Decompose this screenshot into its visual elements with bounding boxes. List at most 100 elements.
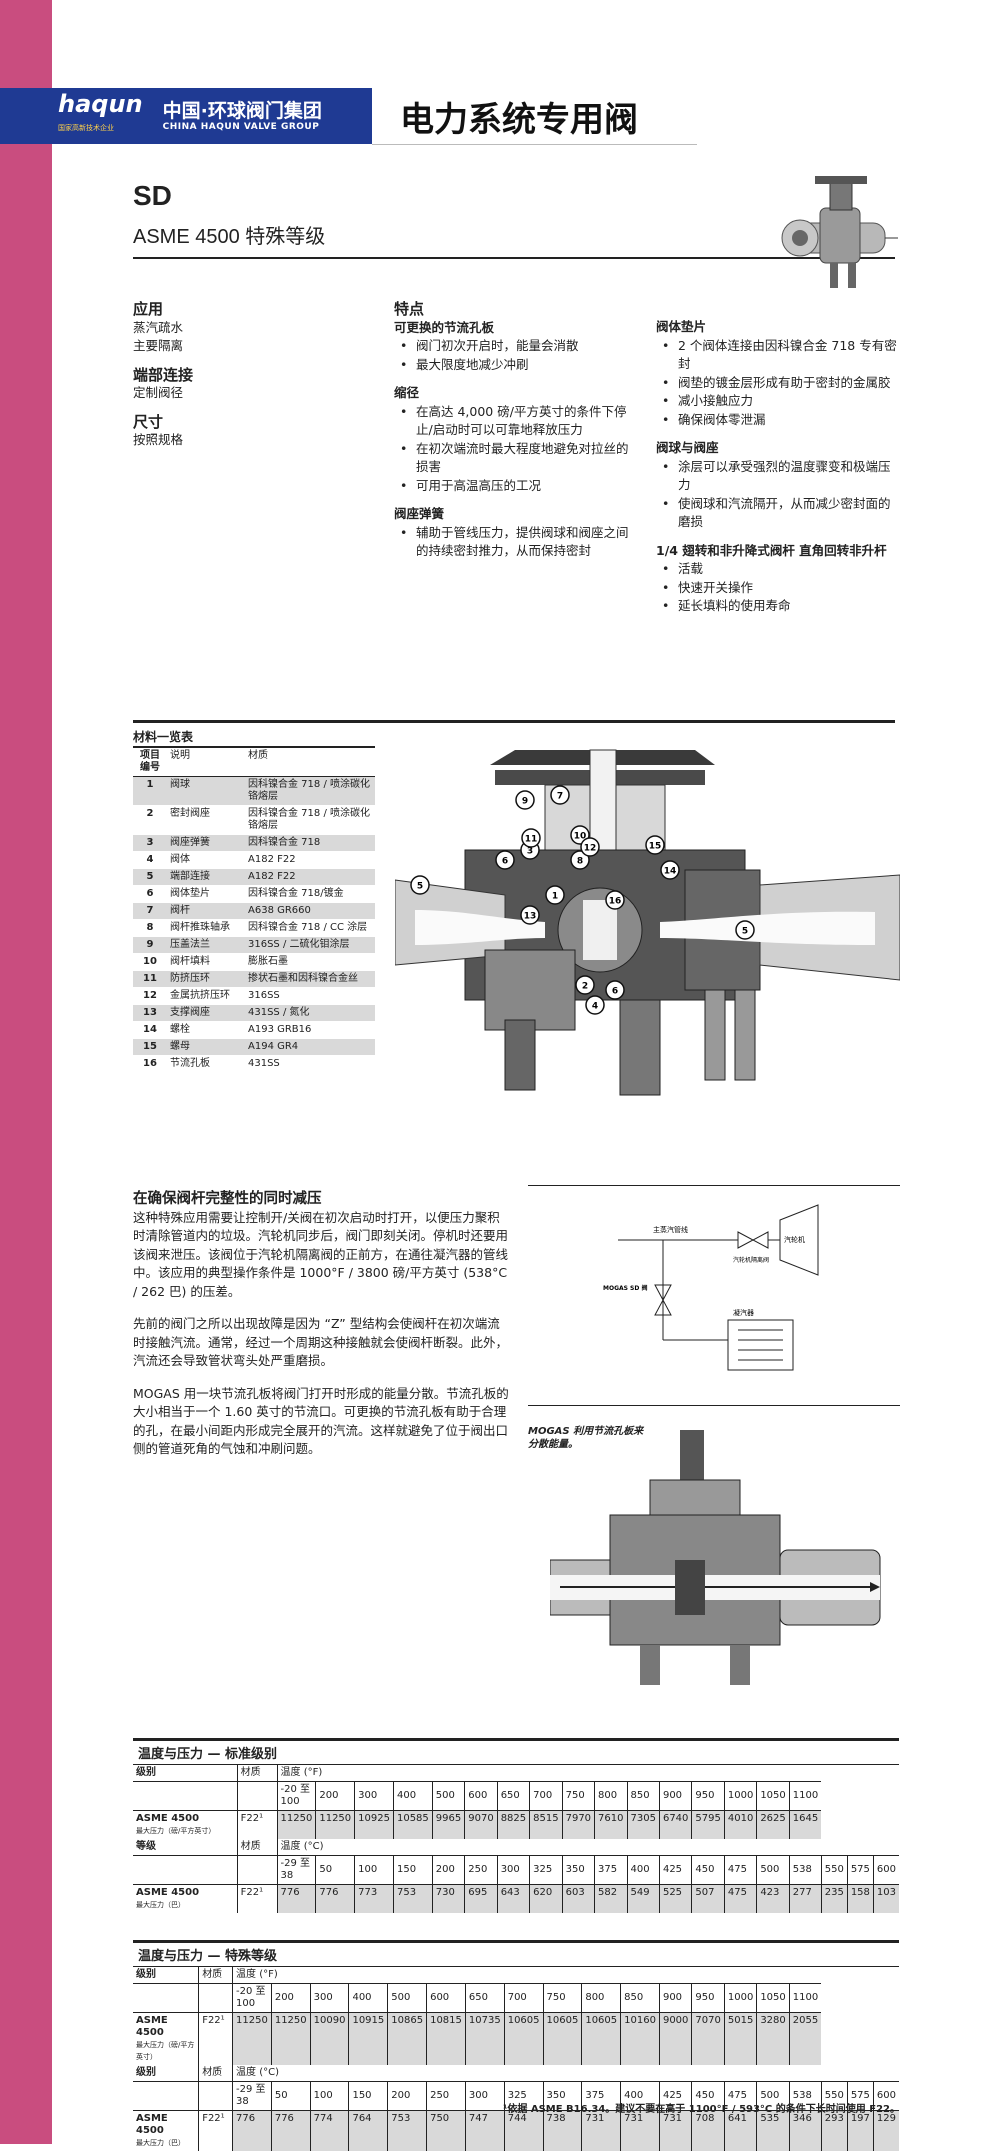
callout-marker: 16 <box>606 891 624 909</box>
table-cell: 643 <box>497 1885 529 1914</box>
column-header: 400 <box>393 1782 432 1811</box>
column-header: 950 <box>692 1984 724 2013</box>
table-cell: A638 GR660 <box>245 903 375 920</box>
row-name: ASME 4500 <box>136 2015 168 2038</box>
column-header: 575 <box>847 1856 873 1885</box>
table-cell: 10605 <box>582 2013 621 2066</box>
table-cell: 温度 (°F) <box>277 1765 821 1782</box>
footnote: ¹依据 ASME B16.34。建议不要在高于 1100°F / 593°C 的… <box>503 2100 900 2115</box>
callout-marker: 11 <box>522 829 540 847</box>
table-cell: 11250 <box>233 2013 272 2066</box>
column-header: 425 <box>659 1856 691 1885</box>
column-header: 材质 <box>199 2065 233 2082</box>
table-cell: 11250 <box>271 2013 310 2066</box>
column-header: 1050 <box>757 1782 789 1811</box>
table-cell: 158 <box>847 1885 873 1914</box>
table-cell: 731 <box>659 2111 691 2151</box>
column-header: 300 <box>465 2082 504 2111</box>
table-cell: 747 <box>465 2111 504 2151</box>
table-row: 等级材质温度 (°C) <box>133 1839 899 1856</box>
column-header: -20 至 100 <box>277 1782 316 1811</box>
table-cell: 695 <box>465 1885 497 1914</box>
features-column-2: 阀体垫片 2 个阀体连接由因科镍合金 718 专有密封 阀垫的镀金层形成有助于密… <box>656 318 901 616</box>
table-cell: 12 <box>133 988 167 1005</box>
table-cell: 因科镍合金 718 <box>245 835 375 852</box>
column-header: 说明 <box>167 748 245 777</box>
label-mogas: MOGAS SD 阀 <box>603 1284 647 1292</box>
table-cell: 11 <box>133 971 167 988</box>
column-header: 800 <box>595 1782 627 1811</box>
table-cell <box>199 1984 233 2013</box>
callout-marker: 2 <box>576 976 594 994</box>
table-cell: 774 <box>310 2111 349 2151</box>
side-color-bar <box>0 0 52 2144</box>
table-cell: 防挤压环 <box>167 971 245 988</box>
column-header: 等级 <box>133 1839 237 1856</box>
callout-number: 6 <box>502 857 508 867</box>
table-cell: 螺栓 <box>167 1022 245 1039</box>
column-header: 300 <box>355 1782 394 1811</box>
page-title: 电力系统专用阀 <box>400 92 638 141</box>
table-cell: 10605 <box>504 2013 543 2066</box>
table-cell: 8825 <box>497 1811 529 1840</box>
table-cell: 730 <box>432 1885 464 1914</box>
column-header: 材质 <box>199 1967 233 1984</box>
table-cell: 316SS / 二硫化钼涂层 <box>245 937 375 954</box>
table-cell <box>237 1856 277 1885</box>
column-header: 100 <box>310 2082 349 2111</box>
callout-number: 11 <box>525 835 538 845</box>
table-cell: 346 <box>789 2111 821 2151</box>
column-header: 材质 <box>237 1765 277 1782</box>
brand-names: 中国·环球阀门集团 CHINA HAQUN VALVE GROUP <box>163 100 322 132</box>
list-item: 主要隔离 <box>133 337 263 356</box>
table-cell: 708 <box>692 2111 724 2151</box>
table-cell: 温度 (°F) <box>233 1967 822 1984</box>
column-header: 375 <box>595 1856 627 1885</box>
table-cell: 7 <box>133 903 167 920</box>
table-cell: 阀体 <box>167 852 245 869</box>
table-cell: 3280 <box>757 2013 789 2066</box>
table-cell <box>237 1782 277 1811</box>
column-header: 1100 <box>789 1984 821 2013</box>
table-cell: 277 <box>789 1885 821 1914</box>
table-cell <box>133 1984 199 2013</box>
brand-logo-sub: 国家高新技术企业 <box>58 117 143 139</box>
table-cell: 776 <box>233 2111 272 2151</box>
column-header: 材质 <box>237 1839 277 1856</box>
callout-marker: 9 <box>516 791 534 809</box>
table-cell: 10090 <box>310 2013 349 2066</box>
table-cell: 753 <box>388 2111 427 2151</box>
column-header: 325 <box>530 1856 562 1885</box>
table-cell: 197 <box>847 2111 873 2151</box>
table-cell: 750 <box>427 2111 466 2151</box>
table-cell: A194 GR4 <box>245 1039 375 1056</box>
table-cell: 2625 <box>757 1811 789 1840</box>
callout-number: 4 <box>592 1002 598 1012</box>
article-paragraph: MOGAS 用一块节流孔板将阀门打开时形成的能量分散。节流孔板的大小相当于一个 … <box>133 1385 510 1459</box>
list-item: 定制阀径 <box>133 384 263 403</box>
application-column: 应用 蒸汽疏水 主要隔离 端部连接 定制阀径 尺寸 按照规格 <box>133 300 263 450</box>
table-cell: 2055 <box>789 2013 821 2066</box>
table-cell: 549 <box>627 1885 659 1914</box>
table-cell: 支撑阀座 <box>167 1005 245 1022</box>
table-cell: 8515 <box>530 1811 562 1840</box>
callout-number: 7 <box>557 792 563 802</box>
column-header: 850 <box>627 1782 659 1811</box>
table-cell: 10915 <box>349 2013 388 2066</box>
label-condenser: 凝汽器 <box>733 1308 754 1317</box>
column-header: -29 至 38 <box>233 2082 272 2111</box>
column-header: 700 <box>504 1984 543 2013</box>
table-cell: 235 <box>821 1885 847 1914</box>
column-header: 550 <box>821 1856 847 1885</box>
pt-table-title: 温度与压力 — 标准级别 <box>133 1738 899 1765</box>
table-cell: 因科镍合金 718 / CC 涂层 <box>245 920 375 937</box>
